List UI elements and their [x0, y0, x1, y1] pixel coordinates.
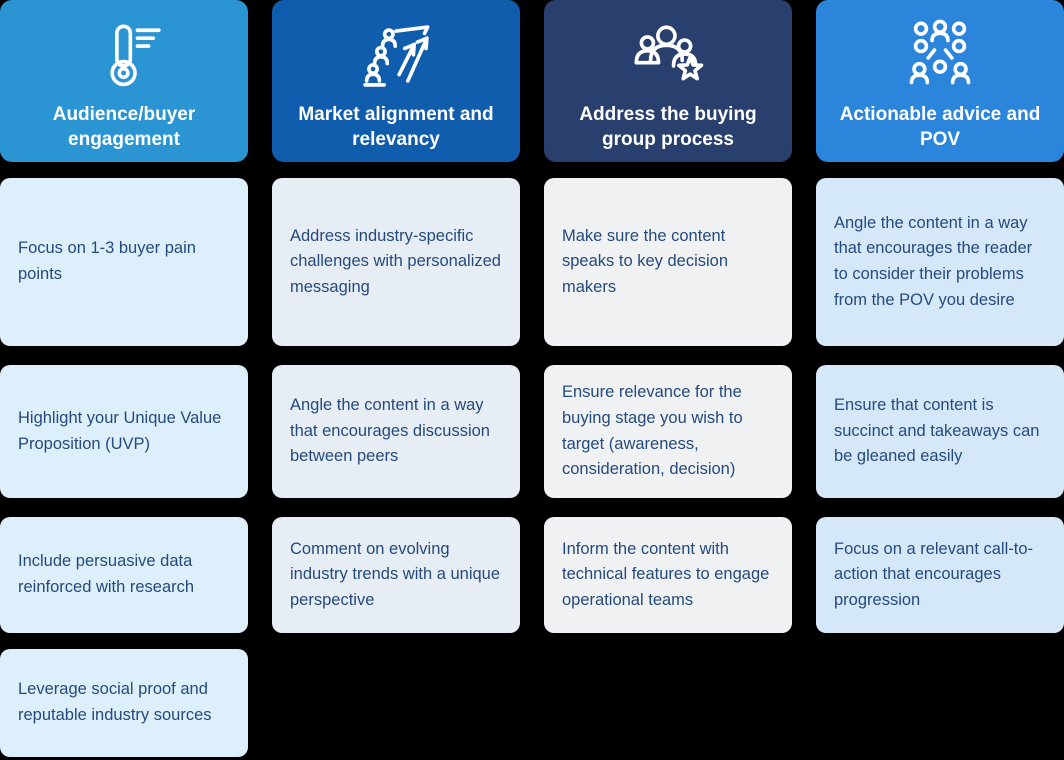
column-title: Address the buying group process: [579, 103, 757, 150]
card: Make sure the content speaks to key deci…: [544, 178, 792, 346]
column-title: Market alignment and relevancy: [298, 103, 494, 150]
card-text: Inform the content with technical featur…: [562, 539, 770, 609]
header-buying-group-process: Address the buying group process: [544, 0, 792, 162]
card-text: Address industry-specific challenges wit…: [290, 226, 501, 296]
column-title: Audience/buyer engagement: [52, 103, 196, 150]
thermometer-icon: [110, 24, 161, 87]
card-text: Leverage social proof and reputable indu…: [18, 680, 212, 724]
column-actionable-advice-pov: Actionable advice and POV Angle the cont…: [816, 0, 1064, 760]
card: Focus on 1-3 buyer pain points: [0, 178, 248, 346]
column-title: Actionable advice and POV: [839, 103, 1041, 150]
header-market-alignment-relevancy: Market alignment and relevancy: [272, 0, 520, 162]
card-text: Highlight your Unique Value Proposition …: [18, 408, 222, 453]
card-text: Ensure that content is succinct and take…: [834, 396, 1040, 466]
card-text: Ensure relevance for the buying stage yo…: [562, 383, 743, 479]
card: Angle the content in a way that encourag…: [272, 365, 520, 498]
card-text: Make sure the content speaks to key deci…: [562, 226, 729, 296]
header-actionable-advice-pov: Actionable advice and POV: [816, 0, 1064, 162]
header-audience-buyer-engagement: Audience/buyer engagement: [0, 0, 248, 162]
card: Highlight your Unique Value Proposition …: [0, 365, 248, 498]
card: Address industry-specific challenges wit…: [272, 178, 520, 346]
card-text: Include persuasive data reinforced with …: [18, 552, 195, 596]
card-text: Comment on evolving industry trends with…: [290, 539, 501, 609]
card: Focus on a relevant call-to-action that …: [816, 517, 1064, 633]
growth-audience-arrows-icon: [363, 25, 430, 87]
column-buying-group-process: Address the buying group process Make su…: [544, 0, 792, 760]
card-text: Focus on a relevant call-to-action that …: [834, 539, 1034, 609]
column-audience-buyer-engagement: Audience/buyer engagement Focus on 1-3 b…: [0, 0, 248, 760]
card: Leverage social proof and reputable indu…: [0, 649, 248, 757]
card: Angle the content in a way that encourag…: [816, 178, 1064, 346]
column-market-alignment-relevancy: Market alignment and relevancy Address i…: [272, 0, 520, 760]
card: Comment on evolving industry trends with…: [272, 517, 520, 633]
people-group-star-icon: [634, 25, 704, 81]
card-text: Angle the content in a way that encourag…: [834, 213, 1033, 309]
people-network-icon: [909, 19, 971, 85]
card: Ensure that content is succinct and take…: [816, 365, 1064, 498]
card: Include persuasive data reinforced with …: [0, 517, 248, 633]
card: Inform the content with technical featur…: [544, 517, 792, 633]
card: Ensure relevance for the buying stage yo…: [544, 365, 792, 498]
card-text: Focus on 1-3 buyer pain points: [18, 239, 196, 283]
card-text: Angle the content in a way that encourag…: [290, 396, 490, 466]
